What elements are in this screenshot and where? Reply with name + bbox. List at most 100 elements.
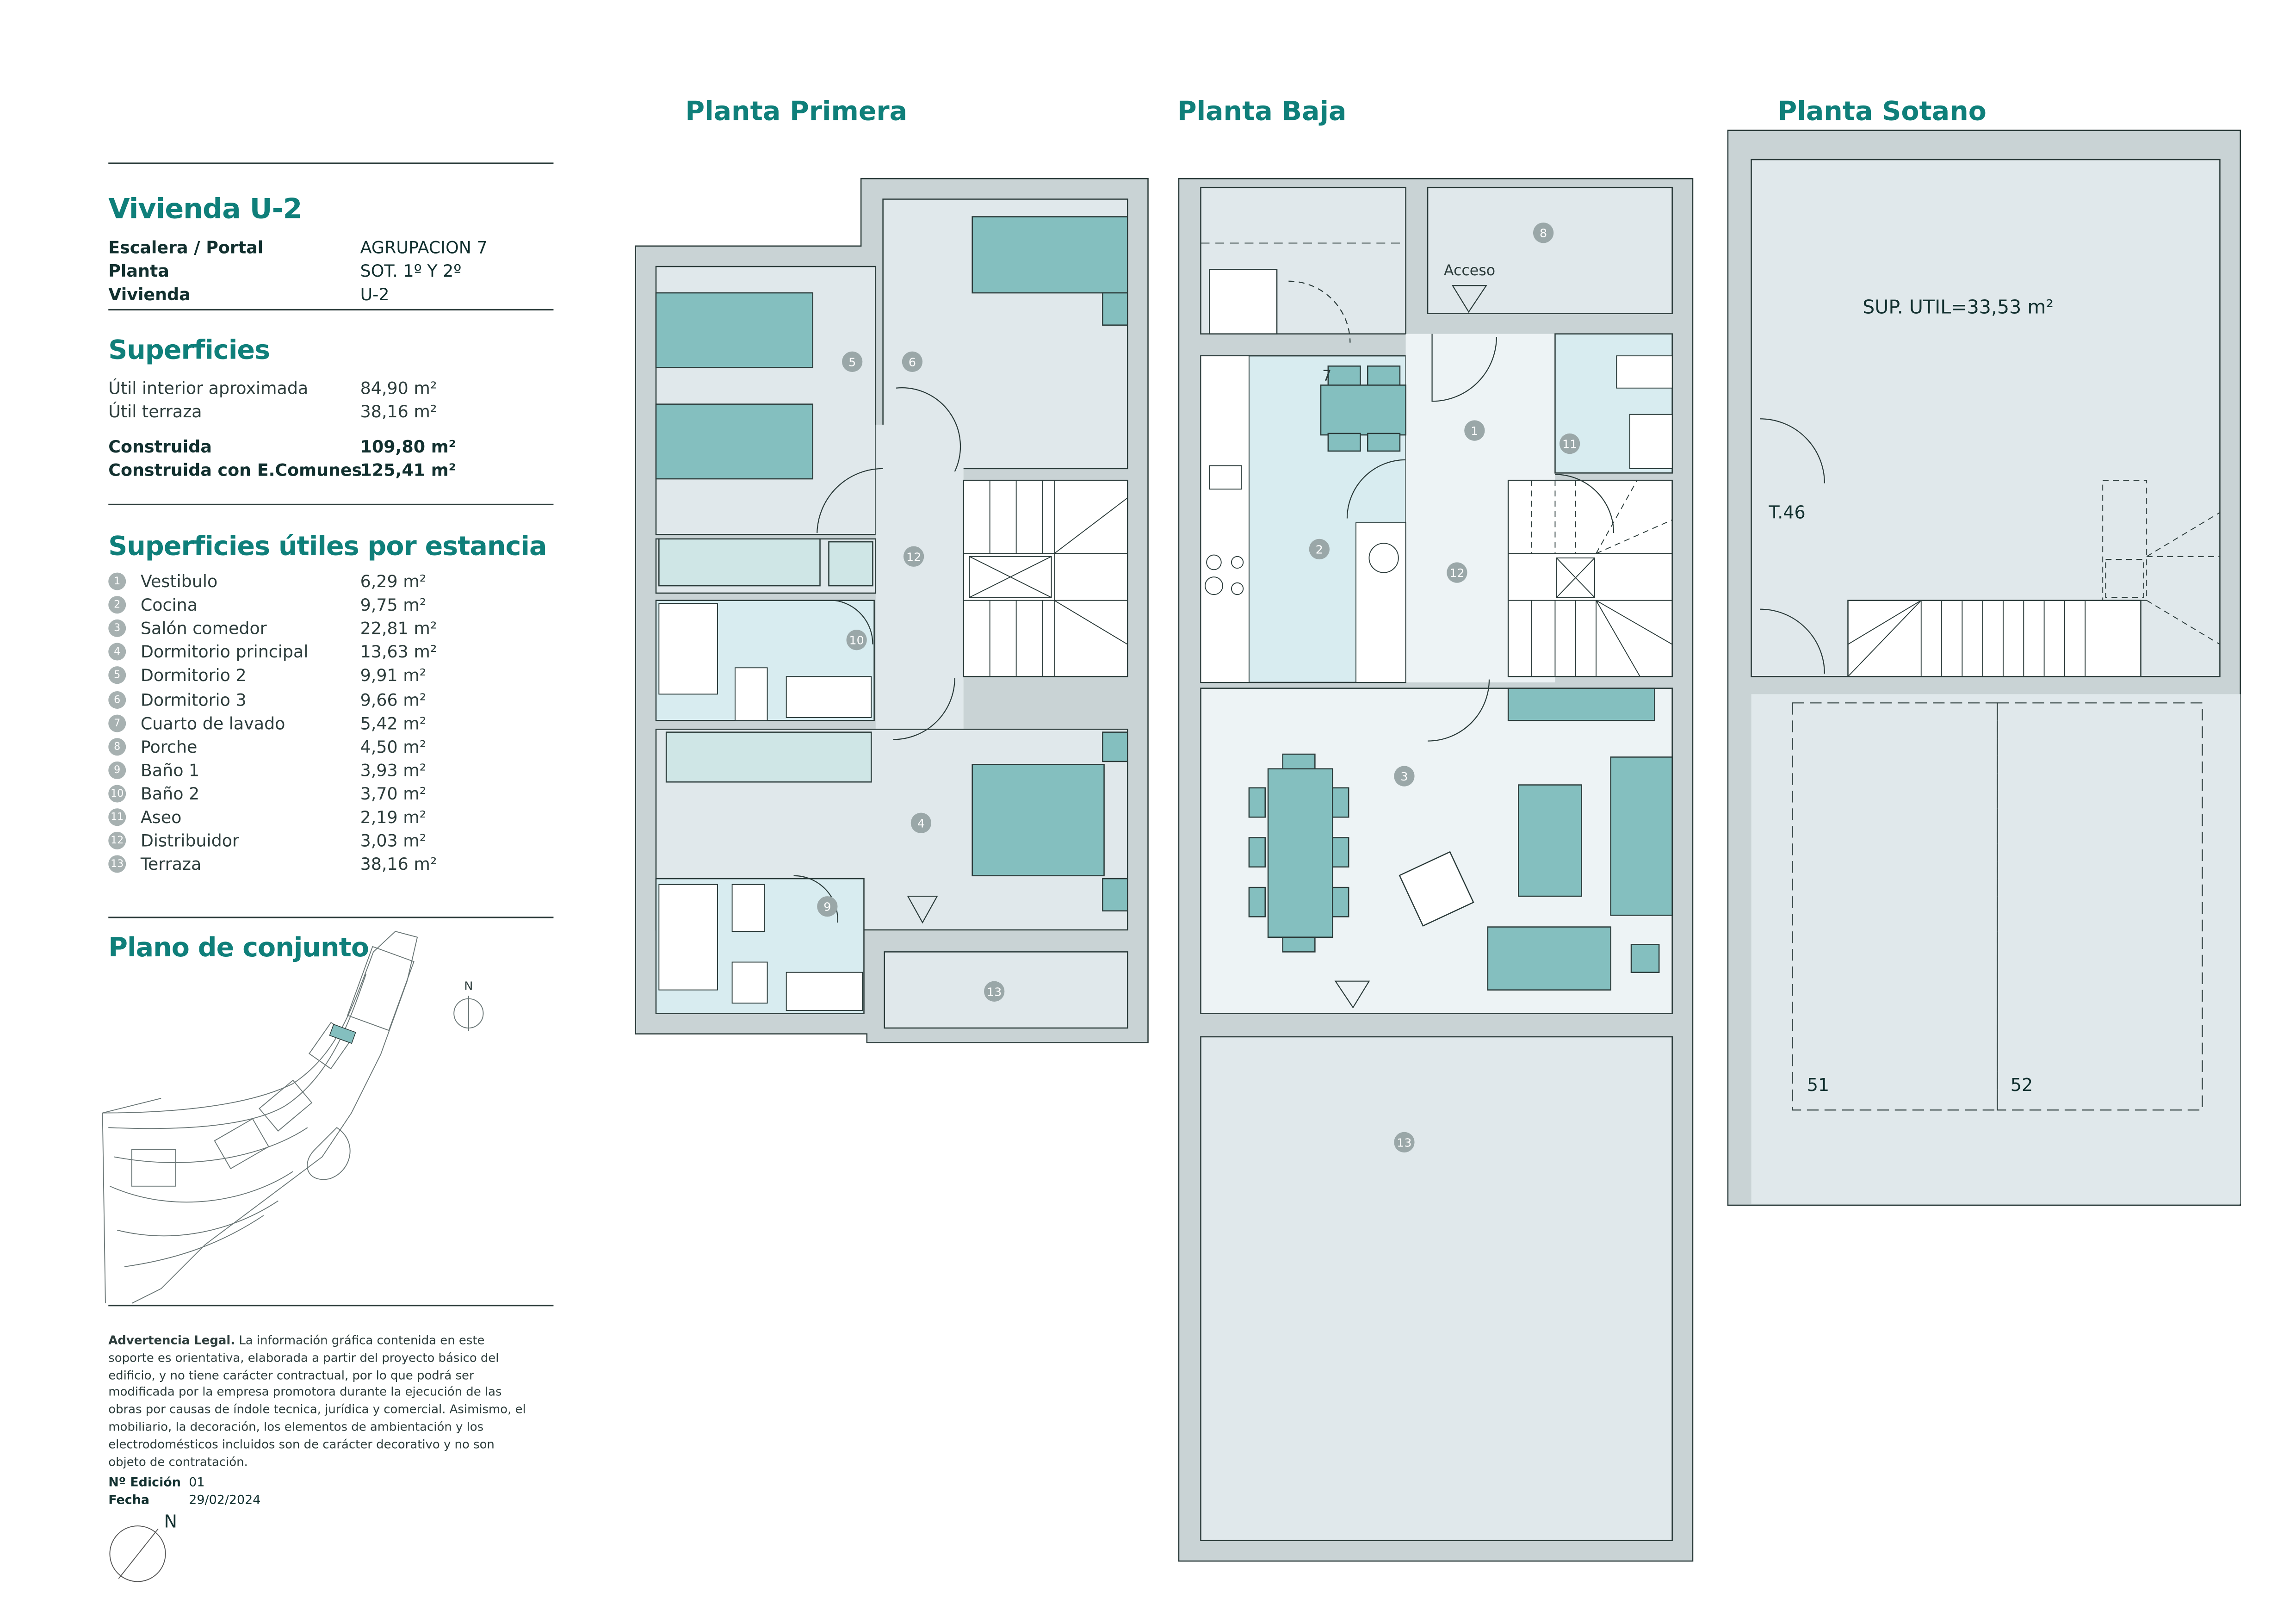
- room-name: Salón comedor: [140, 618, 267, 639]
- room-number-badge: 6: [108, 690, 126, 708]
- room-number: 5: [848, 355, 856, 369]
- divider: [108, 917, 554, 918]
- room-area: 22,81 m²: [360, 618, 437, 639]
- room-number: 13: [1397, 1135, 1411, 1149]
- room-number-badge: 2: [108, 596, 126, 614]
- room-badge: [1464, 420, 1485, 441]
- divider: [108, 162, 554, 164]
- divider: [108, 503, 554, 505]
- room-number-badge: 10: [108, 785, 126, 803]
- kitchen-counter: [1200, 355, 1673, 683]
- surface-row: Útil interior aproximada 84,90 m²: [108, 378, 553, 402]
- legal-text: La información gráfica contenida en este…: [108, 1332, 526, 1468]
- north-label: N: [164, 1511, 177, 1531]
- room-name: Dormitorio principal: [140, 642, 309, 663]
- room-name: Baño 1: [140, 760, 200, 781]
- site-plan-title: Plano de conjunto: [108, 933, 369, 964]
- room-number: 13: [987, 985, 1002, 998]
- date-label: Fecha: [108, 1493, 150, 1509]
- site-plan-drawing: N: [102, 931, 484, 1304]
- room-legend-item: 10 Baño 2 3,70 m²: [108, 783, 553, 807]
- unit-location-marker: [329, 1024, 356, 1044]
- stairs: [1507, 479, 1673, 677]
- room-number: 3: [1400, 769, 1408, 783]
- garage: [1751, 694, 2240, 1204]
- room-name: Terraza: [140, 854, 202, 875]
- room-name: Baño 2: [140, 783, 200, 804]
- divider: [108, 1305, 554, 1307]
- surface-label: Útil terraza: [108, 401, 202, 422]
- room-terraza: [1200, 1036, 1673, 1542]
- surfaces-title: Superficies: [108, 335, 270, 366]
- room-area: 2,19 m²: [360, 807, 427, 828]
- access-label: Acceso: [1444, 262, 1495, 279]
- room-number: 6: [909, 355, 916, 369]
- stairs: [1847, 600, 2141, 677]
- plan-title-baja: Planta Baja: [1177, 96, 1347, 128]
- room-badge: [984, 981, 1005, 1002]
- unit-title: Vivienda U-2: [108, 193, 302, 226]
- room-number: 11: [1562, 437, 1577, 451]
- room-name: Aseo: [140, 807, 182, 828]
- plan-sotano: SUP. UTIL=33,53 m² T.46 51 52: [1727, 130, 2241, 1206]
- room-area: 3,03 m²: [360, 830, 427, 851]
- date-value: 29/02/2024: [189, 1493, 261, 1509]
- north-label: N: [464, 979, 473, 993]
- info-value: AGRUPACION 7: [360, 237, 488, 258]
- room-area: 6,29 m²: [360, 571, 427, 592]
- room-number-badge: 1: [108, 572, 126, 590]
- usable-area-label: SUP. UTIL=33,53 m²: [1863, 296, 2054, 318]
- room-legend-item: 13 Terraza 38,16 m²: [108, 854, 553, 878]
- room-legend-item: 4 Dormitorio principal 13,63 m²: [108, 642, 553, 665]
- room-number: 1: [1471, 424, 1478, 438]
- room-terraza-primera: [884, 951, 1128, 1029]
- room-area: 3,93 m²: [360, 760, 427, 781]
- parking-spaces: [1792, 702, 2203, 1111]
- room-name: Cuarto de lavado: [140, 712, 285, 733]
- room-number: 8: [1540, 226, 1547, 240]
- info-label: Escalera / Portal: [108, 237, 264, 258]
- room-area: 3,70 m²: [360, 783, 427, 804]
- date: Fecha 29/02/2024: [108, 1493, 260, 1509]
- room-area: 38,16 m²: [360, 854, 437, 875]
- room-legend-item: 3 Salón comedor 22,81 m²: [108, 618, 553, 642]
- room-number-badge: 12: [108, 832, 126, 850]
- room-number-badge: 7: [108, 714, 126, 732]
- room-badge: [817, 896, 838, 917]
- room-name: Porche: [140, 736, 198, 757]
- room-number: 12: [1449, 566, 1464, 580]
- room-number: 2: [1316, 542, 1323, 556]
- room-number-badge: 13: [108, 855, 126, 873]
- room-badge: [910, 812, 932, 833]
- room-area: 9,75 m²: [360, 595, 427, 615]
- room-badge: [842, 351, 863, 372]
- room-number: 12: [906, 550, 921, 564]
- room-badge: [1309, 539, 1330, 560]
- room-area: 9,91 m²: [360, 665, 427, 686]
- room-area: 13,63 m²: [360, 642, 437, 663]
- room-badge: [1394, 1132, 1415, 1153]
- room-number-badge: 3: [108, 619, 126, 638]
- surface-value: 84,90 m²: [360, 378, 437, 398]
- furniture: [1248, 365, 1673, 991]
- room-number-badge: 4: [108, 643, 126, 661]
- room-badge: [1533, 223, 1554, 243]
- room-number-badge: 11: [108, 808, 126, 826]
- stairs: [963, 479, 1128, 677]
- storage-label: T.46: [1769, 502, 1806, 522]
- room-area: 5,42 m²: [360, 712, 427, 733]
- room-badge: [1559, 433, 1580, 454]
- surface-value: 38,16 m²: [360, 401, 437, 422]
- room-legend-item: 11 Aseo 2,19 m²: [108, 807, 553, 830]
- built-value: 125,41 m²: [360, 459, 456, 481]
- surface-label: Útil interior aproximada: [108, 378, 309, 398]
